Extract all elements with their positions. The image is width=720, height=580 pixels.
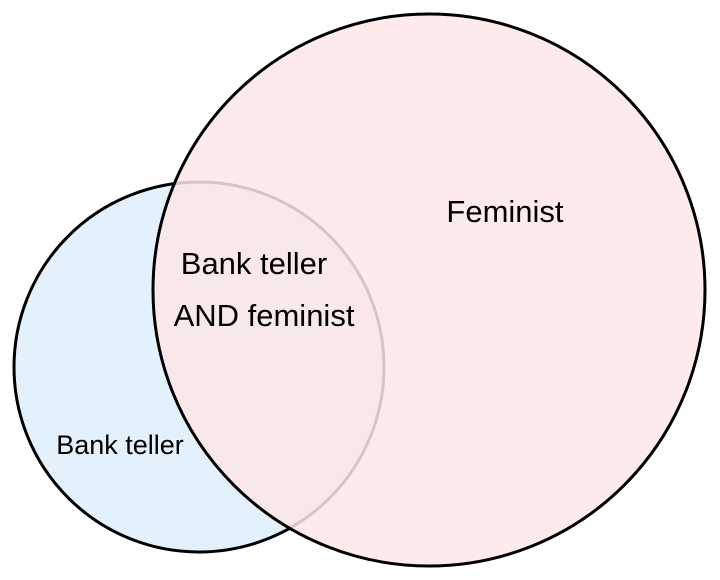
bank-teller-label: Bank teller xyxy=(56,430,184,460)
intersection-label-line-1: Bank teller xyxy=(181,246,327,281)
feminist-label: Feminist xyxy=(446,194,564,229)
feminist-circle xyxy=(151,12,707,568)
intersection-label-line-2: AND feminist xyxy=(174,298,355,333)
